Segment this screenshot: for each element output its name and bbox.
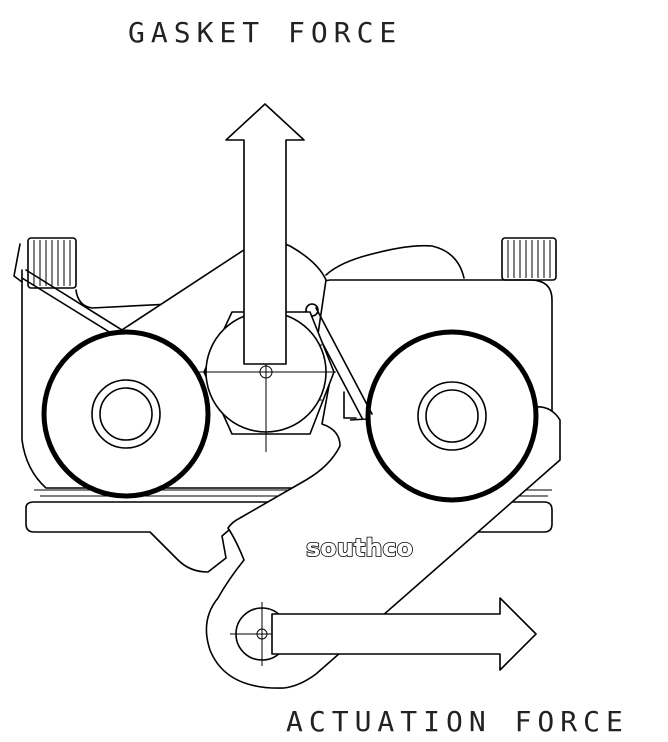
right-knurled-post — [501, 237, 557, 281]
left-knurled-post — [27, 237, 77, 289]
right-rod-hook — [343, 391, 357, 419]
southco-logo: southco — [306, 534, 413, 562]
gasket-force-label: GASKET FORCE — [128, 16, 402, 49]
housing-right-hump — [325, 244, 465, 279]
actuation-force-arrow — [271, 597, 537, 671]
left-roller — [41, 329, 211, 499]
lever-arm — [69, 239, 561, 689]
right-roller — [365, 329, 539, 503]
gasket-force-arrow — [225, 103, 305, 365]
housing-body — [21, 269, 553, 489]
actuation-force-label: ACTUATION FORCE — [286, 705, 629, 738]
